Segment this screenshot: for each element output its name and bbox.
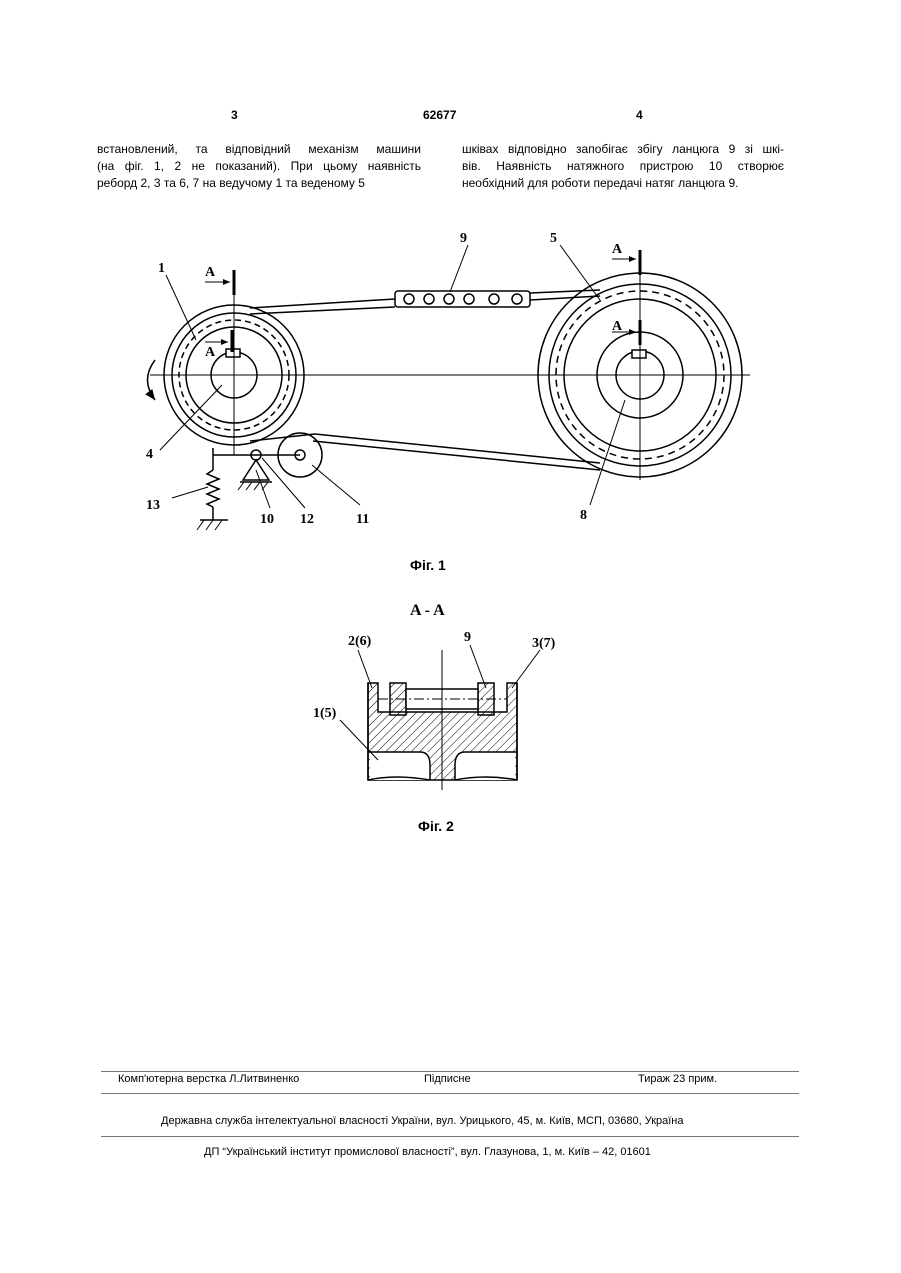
label-section-a: A <box>612 319 623 334</box>
leader-lines <box>160 245 625 508</box>
footer-divider <box>101 1093 799 1094</box>
label-5: 5 <box>550 231 557 246</box>
label-11: 11 <box>356 512 369 527</box>
footer-institute: ДП “Український інститут промислової вла… <box>204 1146 651 1158</box>
label-13: 13 <box>146 498 160 513</box>
footer-agency: Державна служба інтелектуальної власност… <box>161 1115 684 1127</box>
figure-1-labels: 1 4 5 8 9 10 11 12 13 A A A A <box>146 231 623 527</box>
figure-1 <box>148 245 751 530</box>
label-10: 10 <box>260 512 274 527</box>
label-section-a: A <box>205 265 216 280</box>
chain <box>250 290 600 470</box>
label-3-7: 3(7) <box>532 636 556 651</box>
figure-2 <box>340 645 540 790</box>
figure-1-caption: Фіг. 1 <box>410 557 446 573</box>
label-4: 4 <box>146 447 153 462</box>
footer-divider <box>101 1071 799 1072</box>
label-9: 9 <box>460 231 467 246</box>
figure-2-caption: Фіг. 2 <box>418 818 454 834</box>
driven-pulley <box>320 255 750 480</box>
footer-signed: Підписне <box>424 1073 471 1085</box>
label-section-a: A <box>612 242 623 257</box>
label-1-5: 1(5) <box>313 706 337 721</box>
label-9: 9 <box>464 630 471 645</box>
label-2-6: 2(6) <box>348 634 372 649</box>
footer-typesetting: Комп'ютерна верстка Л.Литвиненко <box>118 1073 299 1085</box>
label-1: 1 <box>158 261 165 276</box>
footer-divider <box>101 1136 799 1137</box>
section-title: A - A <box>410 602 445 619</box>
label-12: 12 <box>300 512 314 527</box>
label-8: 8 <box>580 508 587 523</box>
label-section-a: A <box>205 345 216 360</box>
footer-circulation: Тираж 23 прим. <box>638 1073 717 1085</box>
